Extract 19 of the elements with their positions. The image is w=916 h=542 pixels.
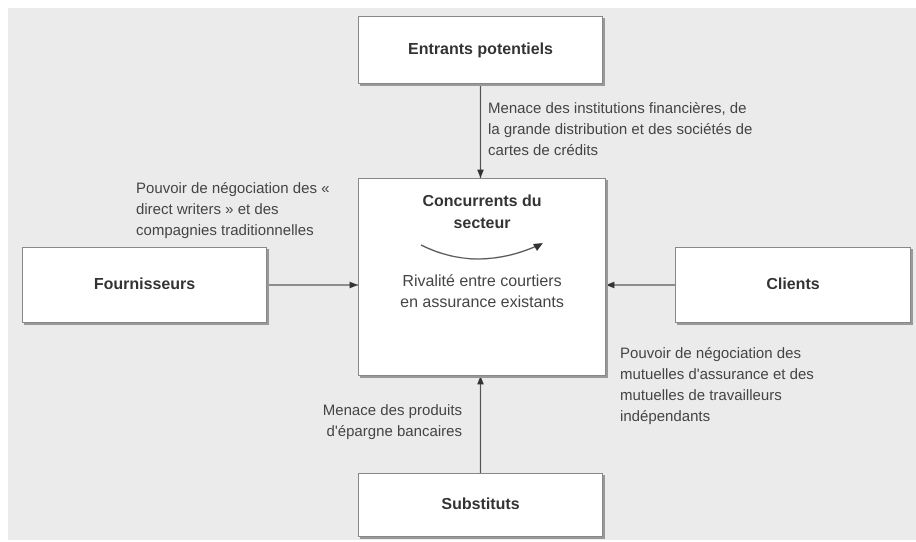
force-box	[358, 473, 603, 537]
force-box	[358, 178, 606, 376]
box-title: Fournisseurs	[94, 275, 196, 295]
arrow	[477, 376, 484, 473]
arrow	[606, 282, 675, 288]
force-box	[358, 16, 603, 84]
edge-label: Pouvoir de négociation des mutuelles d'assurance et des mutuelles de travailleurs indépendants	[620, 344, 815, 427]
box-title: Entrants potentiels	[408, 40, 553, 60]
force-box	[675, 247, 911, 323]
box-description: Rivalité entre courtiers en assurance existants	[399, 272, 565, 313]
edge-label: Menace des institutions financières, de la grande distribution et des sociétés de cartes de crédits	[488, 99, 754, 161]
box-title: Clients	[766, 275, 820, 295]
box-title: Concurrents du secteur	[421, 192, 543, 234]
arrow	[267, 282, 358, 288]
edge-label: Pouvoir de négociation des « direct writers » et des compagnies traditionnelles	[136, 179, 330, 241]
force-box	[22, 247, 267, 323]
edge-label: Menace des produits d'épargne bancaires	[322, 401, 462, 442]
arrow	[477, 84, 484, 178]
box-title: Substituts	[441, 495, 520, 515]
